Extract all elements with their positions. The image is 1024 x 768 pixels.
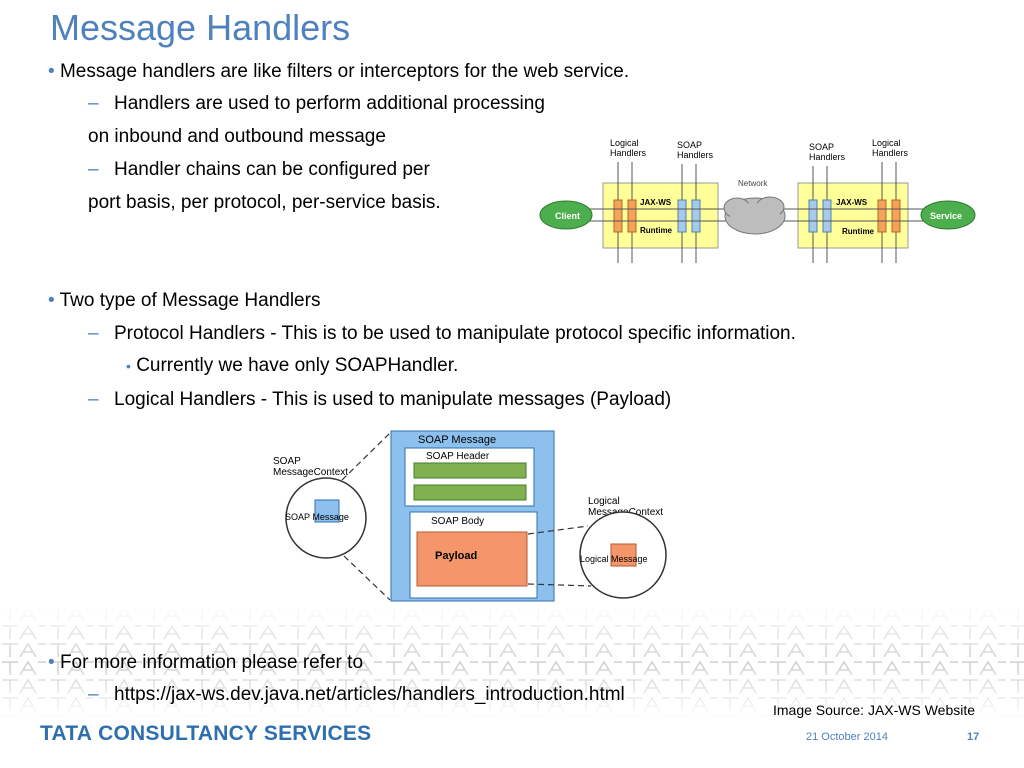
runtime-left-label: Runtime: [640, 226, 673, 235]
soap-handlers-left-label: SOAP: [677, 140, 702, 150]
dash-icon: –: [88, 323, 99, 344]
slide-date: 21 October 2014: [806, 731, 888, 743]
dash-icon: –: [88, 93, 99, 114]
handler-chain-diagram: Logical Handlers SOAP Handlers SOAP Hand…: [539, 138, 976, 263]
header-block: [413, 462, 527, 479]
soap-handlers-right-label: SOAP: [809, 142, 834, 152]
bullet-text: Message handlers are like filters or int…: [59, 61, 630, 82]
sub-bullet-text: Handlers are used to perform additional …: [114, 93, 545, 114]
dash-icon: –: [88, 159, 99, 180]
network-cloud-icon: [723, 196, 786, 235]
bullet-more-info: • For more information please refer to: [48, 651, 363, 675]
bullet-message-handlers: • Message handlers are like filters or i…: [48, 60, 629, 84]
payload-box: [416, 531, 528, 587]
bullet-icon: •: [48, 652, 55, 673]
logical-handler-bar: [613, 199, 623, 233]
soap-header-label: SOAP Header: [426, 451, 490, 462]
soap-message-diagram: SOAP Message SOAP Header SOAP Body Paylo…: [273, 430, 667, 602]
logical-handlers-right-label-2: Handlers: [872, 148, 909, 158]
soap-handler-bar: [822, 199, 832, 233]
sub-bullet-processing-cont: on inbound and outbound message: [88, 126, 386, 147]
soap-handlers-right-label-2: Handlers: [809, 152, 846, 162]
sub-bullet-text: Logical Handlers - This is used to manip…: [114, 389, 672, 410]
tcs-logo: TATA CONSULTANCY SERVICES: [40, 722, 371, 746]
bullet-two-types: • Two type of Message Handlers: [48, 289, 320, 313]
bullet-icon: •: [48, 290, 55, 311]
sub-sub-bullet-soaphandler: • Currently we have only SOAPHandler.: [126, 354, 458, 378]
runtime-right-label: Runtime: [842, 227, 875, 236]
soap-body-label: SOAP Body: [431, 516, 484, 527]
page-number: 17: [967, 731, 980, 743]
soap-handlers-left-label-2: Handlers: [677, 150, 714, 160]
dash-icon: –: [88, 684, 99, 705]
logical-handler-bar: [891, 199, 901, 233]
logical-handler-bar: [627, 199, 637, 233]
bullet-icon: •: [48, 61, 55, 82]
dash-icon: –: [88, 389, 99, 410]
sub-bullet-protocol: –Protocol Handlers - This is to be used …: [88, 322, 796, 346]
sub-bullet-chains-cont: port basis, per protocol, per-service ba…: [88, 192, 441, 213]
logical-handlers-right-label: Logical: [872, 138, 901, 148]
soap-message-label: SOAP Message: [418, 434, 496, 446]
sub-bullet-link: –https://jax-ws.dev.java.net/articles/ha…: [88, 683, 625, 707]
network-label: Network: [738, 179, 768, 188]
sub-bullet-chains: –Handler chains can be configured per: [88, 158, 430, 182]
logical-handlers-left-label-2: Handlers: [610, 148, 647, 158]
logical-message-square: [610, 543, 637, 567]
logical-context-label: Logical: [588, 496, 620, 507]
soap-message-square: [314, 499, 340, 523]
sub-bullet-text: Protocol Handlers - This is to be used t…: [114, 323, 796, 344]
bullet-text: For more information please refer to: [59, 652, 364, 673]
logical-message-label: Logical Message: [580, 554, 648, 564]
jaxws-right-label: JAX-WS: [836, 198, 868, 207]
client-label: Client: [555, 211, 580, 221]
bullet-icon: •: [126, 358, 131, 374]
sub-bullet-processing: –Handlers are used to perform additional…: [88, 92, 545, 116]
soap-context-label-2: MessageContext: [273, 467, 348, 478]
service-label: Service: [930, 211, 962, 221]
logo-company-text: CONSULTANCY SERVICES: [92, 722, 372, 745]
logical-handler-bar: [877, 199, 887, 233]
sub-bullet-text: Handler chains can be configured per: [114, 159, 430, 180]
soap-handler-bar: [677, 199, 687, 233]
image-source-caption: Image Source: JAX-WS Website: [773, 702, 976, 718]
soap-handler-bar: [691, 199, 701, 233]
payload-label: Payload: [435, 550, 477, 562]
jaxws-left-label: JAX-WS: [640, 198, 672, 207]
logical-handlers-left-label: Logical: [610, 138, 639, 148]
bullet-text: Two type of Message Handlers: [59, 290, 321, 311]
slide-title: Message Handlers: [50, 7, 351, 48]
sub-bullet-logical: –Logical Handlers - This is used to mani…: [88, 388, 671, 412]
sub-sub-bullet-text: Currently we have only SOAPHandler.: [136, 355, 459, 376]
soap-message-circle-label: SOAP Message: [285, 512, 349, 522]
tata-pattern-band: [0, 605, 1024, 720]
client-node: [539, 200, 593, 230]
reference-link[interactable]: https://jax-ws.dev.java.net/articles/han…: [114, 684, 625, 705]
header-block: [413, 484, 527, 501]
soap-context-label: SOAP: [273, 456, 301, 467]
soap-handler-bar: [808, 199, 818, 233]
service-node: [920, 200, 976, 230]
logo-tata-text: TATA: [40, 722, 93, 745]
